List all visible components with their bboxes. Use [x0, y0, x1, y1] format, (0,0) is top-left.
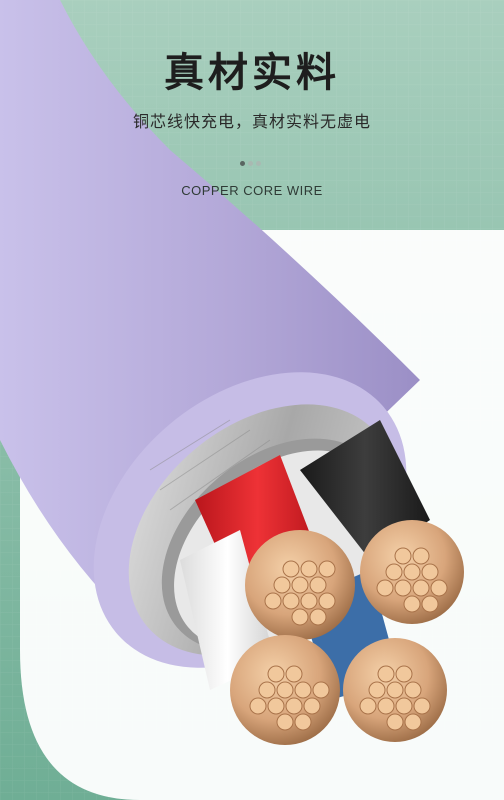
pager-dot-active [240, 161, 245, 166]
pager-dots [240, 161, 264, 167]
copper-bundle-bottom-right [343, 638, 447, 742]
caption: COPPER CORE WIRE [181, 183, 323, 198]
copper-bundle-top-right [360, 520, 464, 624]
subtitle: 铜芯线快充电，真材实料无虚电 [132, 112, 371, 131]
copper-bundle-bottom-left [230, 635, 340, 745]
pager-dot [248, 161, 253, 166]
headline: 真材实料 [164, 50, 340, 96]
copper-bundle-top-left [245, 530, 355, 640]
pager-dot [256, 161, 261, 166]
